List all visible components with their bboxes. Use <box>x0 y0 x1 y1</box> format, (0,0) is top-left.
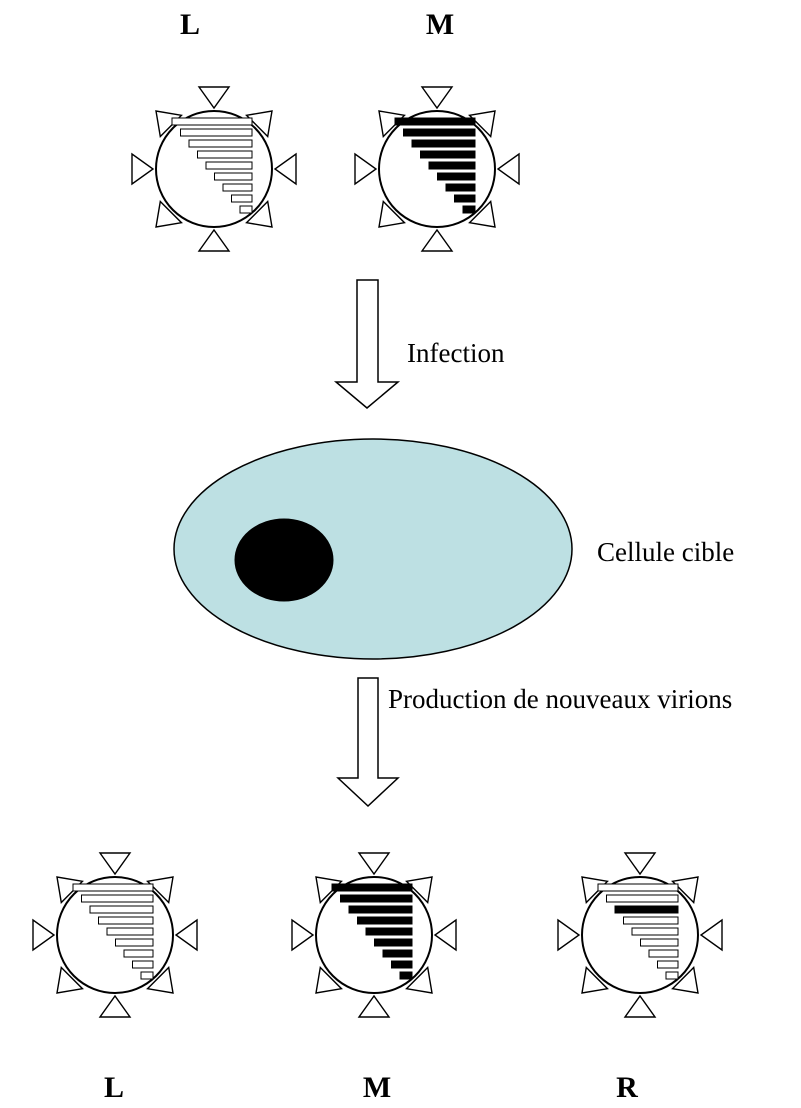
genome-segment <box>124 950 153 957</box>
genome-segment <box>332 884 412 891</box>
spike-0 <box>199 87 229 108</box>
spike-2 <box>132 154 153 184</box>
genome-segment <box>438 173 476 180</box>
genome-segment <box>232 195 253 202</box>
top-virion-label-l: L <box>180 8 200 41</box>
genome-segment <box>641 939 679 946</box>
genome-segment <box>649 950 678 957</box>
production-label: Production de nouveaux virions <box>388 684 732 714</box>
spike-0 <box>100 853 130 874</box>
genome-segment <box>189 140 252 147</box>
genome-segment <box>107 928 153 935</box>
genome-segment <box>412 140 475 147</box>
spike-3 <box>701 920 722 950</box>
genome-segment <box>181 129 253 136</box>
genome-segment <box>172 118 252 125</box>
virion-m-progeny <box>292 853 456 1017</box>
genome-segment <box>400 972 412 979</box>
genome-segment <box>198 151 253 158</box>
genome-segment <box>215 173 253 180</box>
infection-label: Infection <box>407 338 505 368</box>
spike-2 <box>292 920 313 950</box>
genome-segment <box>133 961 154 968</box>
genome-segment <box>73 884 153 891</box>
genome-segment <box>615 906 678 913</box>
genome-segment <box>395 118 475 125</box>
genome-segment <box>366 928 412 935</box>
genome-segment <box>383 950 412 957</box>
top-virion-label-m: M <box>426 8 454 41</box>
genome-segment <box>90 906 153 913</box>
genome-segment <box>632 928 678 935</box>
genome-segment <box>141 972 153 979</box>
genome-segment <box>375 939 413 946</box>
spike-1 <box>199 230 229 251</box>
spike-1 <box>359 996 389 1017</box>
genome-segment <box>666 972 678 979</box>
spike-0 <box>625 853 655 874</box>
bottom-virion-label-r: R <box>616 1071 638 1104</box>
virion-reassortant <box>558 853 722 1017</box>
spike-0 <box>359 853 389 874</box>
genome-segment <box>240 206 252 213</box>
genome-segment <box>404 129 476 136</box>
genome-segment <box>421 151 476 158</box>
genome-segment <box>392 961 413 968</box>
virion-l-parent <box>132 87 296 251</box>
infection-arrow <box>336 280 398 408</box>
bottom-virion-label-m: M <box>363 1071 391 1104</box>
spike-3 <box>498 154 519 184</box>
spike-3 <box>275 154 296 184</box>
genome-segment <box>429 162 475 169</box>
genome-segment <box>607 895 679 902</box>
spike-2 <box>355 154 376 184</box>
spike-0 <box>422 87 452 108</box>
virion-l-progeny <box>33 853 197 1017</box>
genome-segment <box>463 206 475 213</box>
spike-2 <box>558 920 579 950</box>
cell-cytoplasm <box>174 439 572 659</box>
genome-segment <box>598 884 678 891</box>
genome-segment <box>658 961 679 968</box>
spike-3 <box>176 920 197 950</box>
genome-segment <box>223 184 252 191</box>
spike-3 <box>435 920 456 950</box>
genome-segment <box>455 195 476 202</box>
spike-1 <box>100 996 130 1017</box>
genome-segment <box>349 906 412 913</box>
genome-segment <box>116 939 154 946</box>
genome-segment <box>358 917 413 924</box>
bottom-virion-label-l: L <box>104 1071 124 1104</box>
genome-segment <box>206 162 252 169</box>
cell-nucleus <box>235 519 333 601</box>
spike-1 <box>422 230 452 251</box>
genome-segment <box>99 917 154 924</box>
genome-segment <box>624 917 679 924</box>
cell-label: Cellule cible <box>597 537 734 567</box>
virion-m-parent <box>355 87 519 251</box>
genome-segment <box>446 184 475 191</box>
genome-segment <box>82 895 154 902</box>
genome-segment <box>341 895 413 902</box>
spike-2 <box>33 920 54 950</box>
spike-1 <box>625 996 655 1017</box>
